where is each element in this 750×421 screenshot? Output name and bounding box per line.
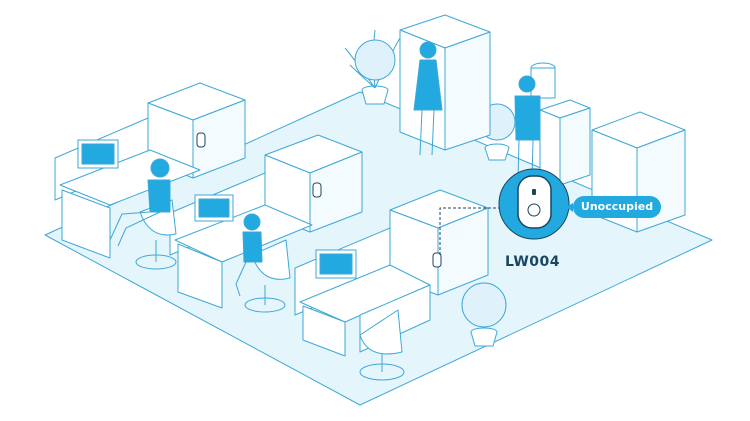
device-id-label: LW004 bbox=[505, 254, 560, 270]
filing-cabinet bbox=[399, 14, 491, 151]
water-cooler bbox=[530, 62, 556, 99]
person-seated-man bbox=[109, 158, 171, 247]
wall-sensor-1 bbox=[196, 132, 206, 148]
fingerprint-icon bbox=[527, 203, 541, 217]
coffee-machine bbox=[539, 99, 591, 186]
potted-plant bbox=[344, 29, 401, 105]
office-chair bbox=[244, 239, 291, 313]
callout-connector bbox=[439, 207, 505, 255]
office-chair bbox=[359, 309, 405, 381]
device-indicator-icon bbox=[532, 189, 536, 195]
occupancy-status-badge: Unoccupied bbox=[573, 196, 661, 218]
wall-sensor-2 bbox=[312, 182, 322, 198]
potted-plant bbox=[461, 282, 507, 347]
cubicle-middle bbox=[169, 134, 363, 309]
person-standing-woman bbox=[413, 41, 443, 156]
wall-sensor-3 bbox=[432, 252, 442, 268]
person-seated-woman bbox=[235, 213, 263, 297]
callout-bubble-pointer bbox=[566, 203, 573, 212]
lw004-device bbox=[517, 175, 552, 229]
